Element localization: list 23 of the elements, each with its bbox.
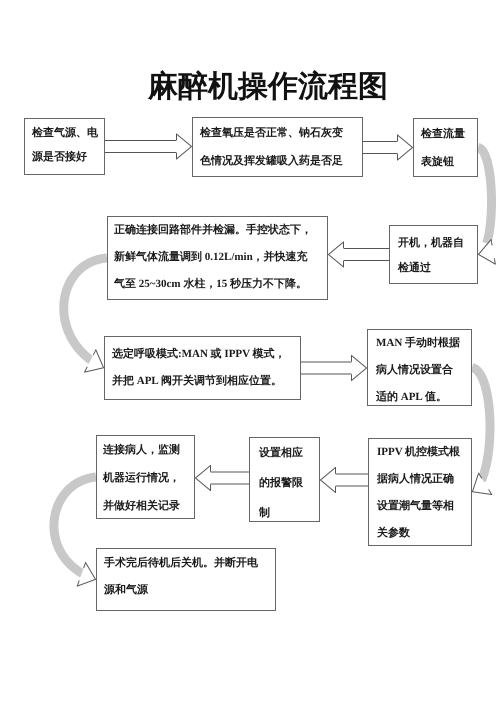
process-box [192, 117, 363, 177]
process-box [367, 329, 472, 406]
process-box [413, 118, 478, 177]
diagram-title: 麻醉机操作流程图 [146, 70, 389, 104]
step-text: 检查流量表旋钮 [421, 126, 466, 170]
process-box [249, 437, 320, 522]
step-text: MAN 手动时根据病人情况设置合适的 APL 值。 [376, 336, 462, 405]
process-box [96, 548, 276, 611]
step-text: 开机，机器自检通过 [398, 236, 465, 276]
process-box [24, 118, 105, 175]
process-box [389, 225, 478, 284]
process-box [96, 435, 195, 519]
process-box [107, 216, 328, 300]
step-text: 连接病人，监测机器运行情况，并做好相关记录 [103, 442, 181, 514]
process-box [104, 336, 301, 400]
step-text: 检查气源、电源是否接好 [32, 126, 99, 165]
step-text: 设置相应的报警限制 [259, 446, 304, 521]
process-box [368, 438, 472, 546]
step-text: 手术完后待机后关机。并断开电源和气源 [104, 556, 259, 598]
step-text: IPPV 机控模式根据病人情况正确设置潮气量等相关参数 [377, 444, 461, 541]
step-text: 检查氧压是否正常、钠石灰变色情况及挥发罐吸入药是否足 [200, 126, 344, 169]
step-text: 选定呼吸模式:MAN 或 IPPV 模式，并把 APL 阀开关调节到相应位置。 [112, 346, 287, 389]
step-text: 正确连接回路部件并检漏。手控状态下，新鲜气体流量调到 0.12L/min，并快速充气至 25~30cm 水柱，15 秒压力不下降。 [114, 222, 313, 292]
